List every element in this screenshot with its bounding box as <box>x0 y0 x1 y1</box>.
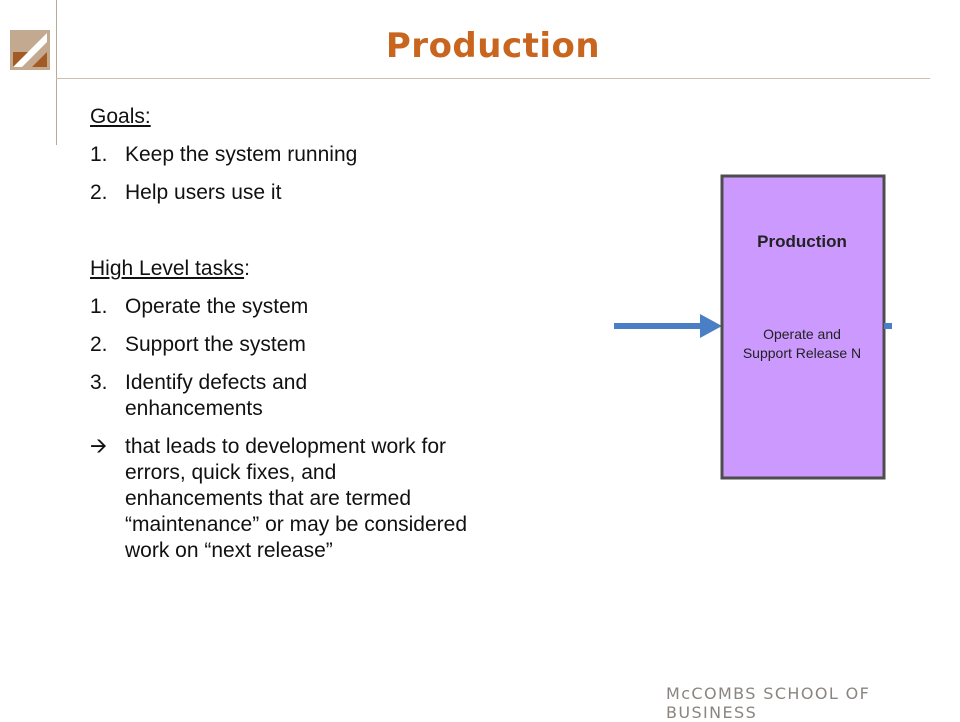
list-item: 1. Operate the system <box>90 294 530 320</box>
conclusion-item: 🡪 that leads to development work for err… <box>90 434 530 564</box>
tasks-heading-suffix: : <box>244 257 250 280</box>
list-item: 2. Help users use it <box>90 180 530 206</box>
school-logo-icon <box>10 30 50 70</box>
header-horizontal-rule <box>56 78 930 79</box>
list-item: 1. Keep the system running <box>90 142 530 168</box>
production-box-line2: Support Release N <box>743 345 861 361</box>
production-diagram: Production Operate and Support Release N <box>614 174 892 480</box>
list-number: 2. <box>90 333 108 356</box>
goals-heading: Goals: <box>90 105 151 128</box>
list-item: 3. Identify defects and enhancements <box>90 370 530 422</box>
production-box-title: Production <box>757 232 847 251</box>
incoming-arrow-head-icon <box>700 314 722 338</box>
list-text: Keep the system running <box>125 143 358 166</box>
conclusion-text: that leads to development work for error… <box>125 435 468 562</box>
footer-school-name: McCOMBS SCHOOL OF BUSINESS <box>666 684 871 722</box>
list-number: 2. <box>90 181 108 204</box>
tasks-heading: High Level tasks: <box>90 256 530 282</box>
list-text: Support the system <box>125 333 306 356</box>
list-text: Operate the system <box>125 295 309 318</box>
list-number: 3. <box>90 371 108 394</box>
slide-title: Production <box>385 26 601 66</box>
list-number: 1. <box>90 295 108 318</box>
list-number: 1. <box>90 143 108 166</box>
tasks-heading-text: High Level tasks <box>90 257 245 280</box>
list-text: Help users use it <box>125 181 282 204</box>
right-arrow-icon: 🡪 <box>90 435 108 458</box>
slide-body: Goals: 1. Keep the system running 2. Hel… <box>90 104 530 564</box>
goals-list: 1. Keep the system running 2. Help users… <box>90 142 530 206</box>
production-box-line1: Operate and <box>763 326 841 342</box>
tasks-list: 1. Operate the system 2. Support the sys… <box>90 294 530 564</box>
list-item: 2. Support the system <box>90 332 530 358</box>
header-vertical-rule <box>56 0 57 145</box>
list-text: Identify defects and enhancements <box>125 371 308 420</box>
